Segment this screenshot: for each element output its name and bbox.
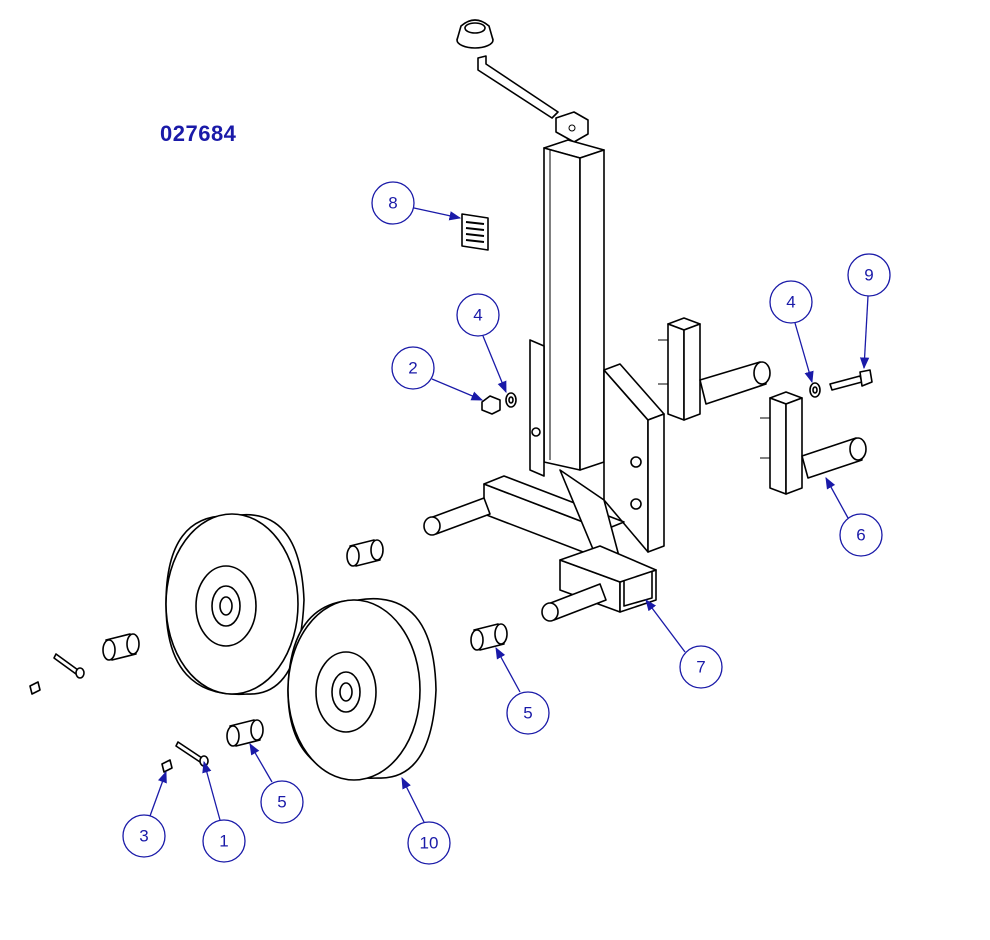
axle-bracket-lower <box>760 391 867 495</box>
callout-10-label: 10 <box>420 834 439 853</box>
callout-6: 6 <box>825 476 883 557</box>
washer-right <box>809 382 821 398</box>
callout-2: 2 <box>391 346 484 401</box>
push-cap-upper <box>29 681 41 695</box>
mounting-plate <box>529 339 665 553</box>
wheel-rear <box>165 513 305 696</box>
callout-4a: 4 <box>456 293 507 394</box>
callout-1: 1 <box>202 760 246 863</box>
callout-7-label: 7 <box>696 658 705 677</box>
callout-2-label: 2 <box>408 359 417 378</box>
bushing-left <box>102 633 140 661</box>
callout-3-label: 3 <box>139 827 148 846</box>
vertical-tube <box>543 139 605 471</box>
decal-label <box>461 213 489 251</box>
callout-1-label: 1 <box>219 832 228 851</box>
callout-10: 10 <box>401 776 451 865</box>
lock-nut <box>481 395 501 415</box>
wheel-front <box>287 598 437 781</box>
callout-9-label: 9 <box>864 266 873 285</box>
callout-9: 9 <box>847 253 891 370</box>
callout-4a-label: 4 <box>473 306 482 325</box>
callout-5a-label: 5 <box>277 793 286 812</box>
callout-4b-label: 4 <box>786 293 795 312</box>
callout-5b: 5 <box>495 646 550 735</box>
callout-3: 3 <box>122 770 167 858</box>
bushing-right <box>470 623 508 651</box>
crank-handle <box>456 19 589 143</box>
bolt <box>829 369 873 391</box>
axle-bracket-upper <box>658 317 771 421</box>
callout-4b: 4 <box>769 280 814 384</box>
callout-7: 7 <box>645 599 723 689</box>
part-number: 027684 <box>160 121 237 146</box>
clevis-pin-upper <box>53 653 85 679</box>
base-frame <box>423 469 657 622</box>
clevis-pin-lower <box>175 741 209 767</box>
jack-post-assembly <box>423 19 665 622</box>
bushing-top <box>346 539 384 567</box>
bushing-bottom <box>226 719 264 747</box>
washer-left <box>505 392 517 408</box>
push-cap-lower <box>161 759 173 773</box>
callout-8: 8 <box>371 181 462 225</box>
callout-5a: 5 <box>249 742 304 824</box>
callout-6-label: 6 <box>856 526 865 545</box>
callout-5b-label: 5 <box>523 704 532 723</box>
callout-8-label: 8 <box>388 194 397 213</box>
